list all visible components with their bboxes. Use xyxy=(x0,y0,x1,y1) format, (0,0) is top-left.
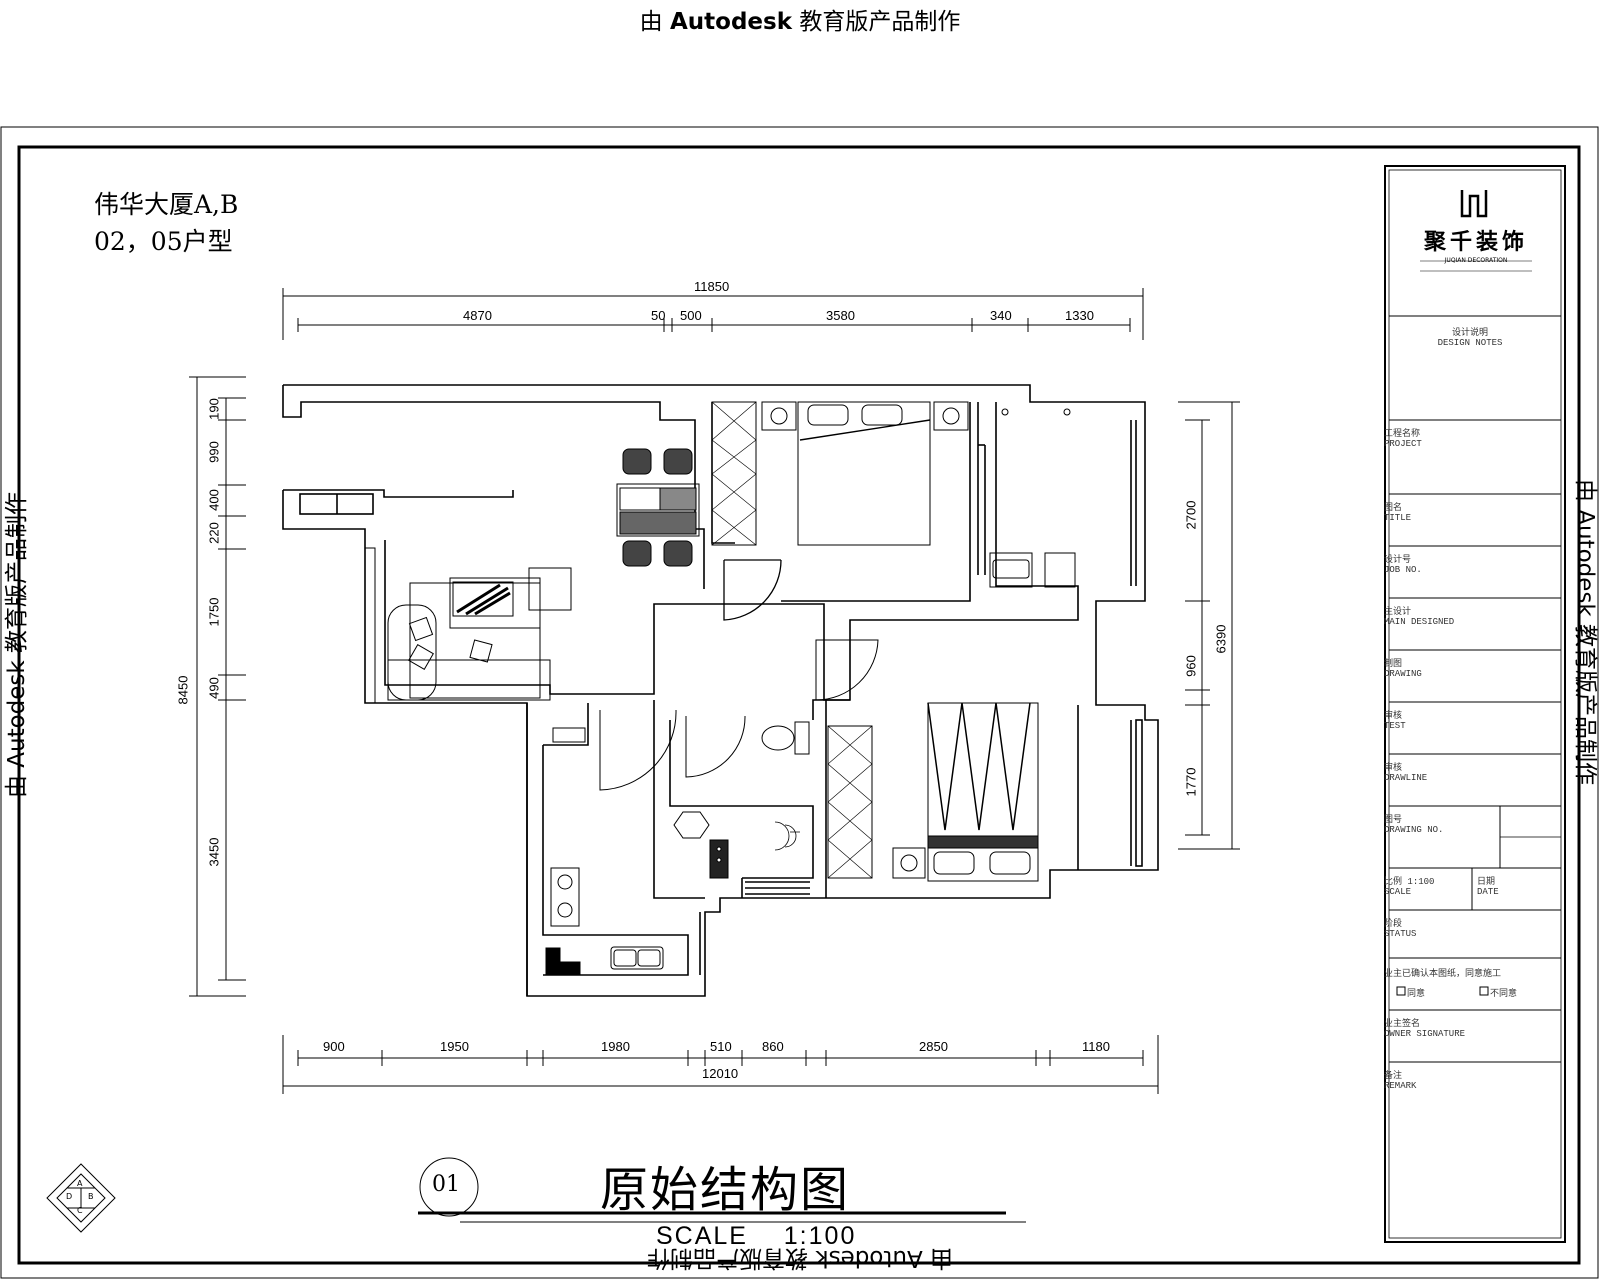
outer-frame xyxy=(0,126,1599,1279)
dim-bottom-seg: 510 xyxy=(710,1039,732,1054)
dim-right-seg: 960 xyxy=(1183,655,1199,677)
dim-top-seg: 1330 xyxy=(1065,308,1094,323)
dim-right-seg: 1770 xyxy=(1183,767,1199,797)
drawing-scale: SCALE 1:100 xyxy=(656,1222,856,1251)
compass-letter-c: C xyxy=(77,1206,83,1215)
dimension-lines xyxy=(189,288,1240,1094)
tb-agree: 同意 xyxy=(1407,989,1426,999)
tb-approval: 业主已确认本图纸，同意施工 xyxy=(1384,969,1502,979)
dim-left-seg: 3450 xyxy=(206,837,222,867)
dim-left-seg: 1750 xyxy=(206,597,222,627)
scale-label: SCALE xyxy=(656,1222,748,1250)
tb-disagree: 不同意 xyxy=(1490,989,1518,999)
drawing-title: 原始结构图 xyxy=(600,1162,851,1218)
dim-left-seg: 990 xyxy=(206,441,222,463)
dim-right-total: 6390 xyxy=(1213,624,1229,654)
drawing-number-circle xyxy=(419,1157,479,1217)
dim-top-seg: 500 xyxy=(680,308,702,323)
compass-letter-b: B xyxy=(88,1192,94,1201)
dim-bottom-seg: 1980 xyxy=(601,1039,630,1054)
dim-bottom-seg: 1180 xyxy=(1082,1039,1110,1054)
compass-letter-d: D xyxy=(66,1192,73,1201)
compass-letter-a: A xyxy=(77,1179,83,1188)
dim-bottom-seg: 860 xyxy=(762,1039,784,1054)
furniture xyxy=(387,401,1076,976)
dim-bottom-seg: 1950 xyxy=(440,1039,469,1054)
compass-symbol xyxy=(46,1163,116,1233)
dim-left-seg: 490 xyxy=(206,677,222,699)
dim-bottom-seg: 2850 xyxy=(919,1039,948,1054)
dim-top-seg: 50 xyxy=(651,308,666,323)
project-label: 伟华大厦A,B 02，05户型 xyxy=(94,186,238,260)
walls xyxy=(282,384,1159,997)
company-logo-sub: JUQIAN DECORATION xyxy=(1444,257,1508,264)
doors xyxy=(599,559,879,791)
drawing-number: 01 xyxy=(432,1172,460,1197)
title-block xyxy=(1384,165,1566,1243)
dim-left-total: 8450 xyxy=(175,675,191,705)
scale-value: 1:100 xyxy=(783,1222,857,1250)
company-logo-text: 聚千装饰 xyxy=(1423,229,1528,255)
dim-top-seg: 3580 xyxy=(826,308,855,323)
dim-bottom-seg: 900 xyxy=(323,1039,345,1054)
dim-bottom-total: 12010 xyxy=(702,1066,739,1081)
dim-left-seg: 220 xyxy=(206,522,222,544)
dim-left-seg: 400 xyxy=(206,489,222,511)
watermark-top: 由 Autodesk 教育版产品制作 xyxy=(639,9,961,35)
tb-design-note: 设计说明 DESIGN NOTES xyxy=(1437,328,1503,348)
project-building: 伟华大厦A,B xyxy=(94,190,239,219)
project-unit: 02，05户型 xyxy=(94,227,233,256)
dim-left-seg: 190 xyxy=(206,398,222,420)
dim-top-seg: 340 xyxy=(990,308,1012,323)
dim-top-seg: 4870 xyxy=(463,308,492,323)
dim-right-seg: 2700 xyxy=(1183,500,1199,530)
inner-frame xyxy=(17,145,1581,1265)
dim-top-total: 11850 xyxy=(694,279,730,294)
